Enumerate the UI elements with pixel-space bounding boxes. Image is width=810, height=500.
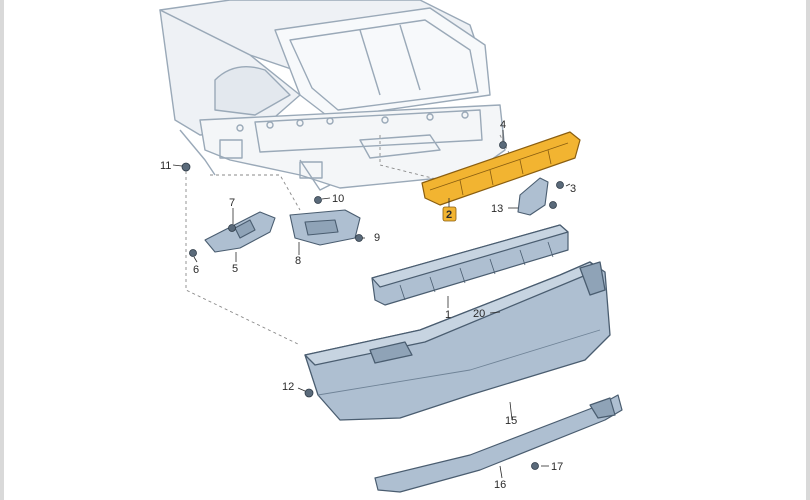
fastener-4 — [499, 141, 507, 149]
label-3: 3 — [570, 183, 576, 195]
label-9: 9 — [374, 232, 380, 244]
fastener-6 — [189, 249, 197, 257]
label-1: 1 — [445, 309, 451, 321]
label-17: 17 — [551, 461, 563, 473]
label-12: 12 — [282, 381, 294, 393]
fastener-9 — [355, 234, 363, 242]
fastener-10 — [314, 196, 322, 204]
fastener-3-upper — [556, 181, 564, 189]
left-frame-border — [0, 0, 4, 500]
label-10: 10 — [332, 193, 344, 205]
label-20: 20 — [473, 308, 485, 320]
label-2-tag — [442, 206, 457, 222]
label-7: 7 — [229, 197, 235, 209]
label-4: 4 — [500, 119, 506, 131]
label-16: 16 — [494, 479, 506, 491]
part-2-bracket-highlighted — [421, 131, 581, 206]
label-6: 6 — [193, 264, 199, 276]
fastener-17 — [531, 462, 539, 470]
fastener-3-lower — [549, 201, 557, 209]
part-16-lower-spoiler — [374, 394, 623, 493]
part-13-bracket-right — [517, 177, 549, 216]
right-frame-border — [806, 0, 810, 500]
part-1-impact-beam — [371, 224, 569, 306]
fastener-12 — [304, 388, 314, 398]
label-15: 15 — [505, 415, 517, 427]
car-rear-body — [159, 0, 506, 191]
label-2: 2 — [446, 209, 452, 221]
label-11: 11 — [160, 160, 171, 172]
part-5-bracket-left — [204, 211, 276, 253]
part-8-carrier-left — [289, 209, 361, 246]
label-8: 8 — [295, 255, 301, 267]
label-13: 13 — [491, 203, 503, 215]
label-ticks — [172, 130, 571, 479]
fasteners — [181, 141, 564, 470]
part-15-bumper-cover — [304, 261, 611, 421]
fastener-7 — [228, 224, 236, 232]
fastener-11 — [181, 162, 191, 172]
label-5: 5 — [232, 263, 238, 275]
part-labels: 11 4 3 10 9 7 6 5 8 13 1 20 12 15 16 17 … — [160, 119, 576, 491]
